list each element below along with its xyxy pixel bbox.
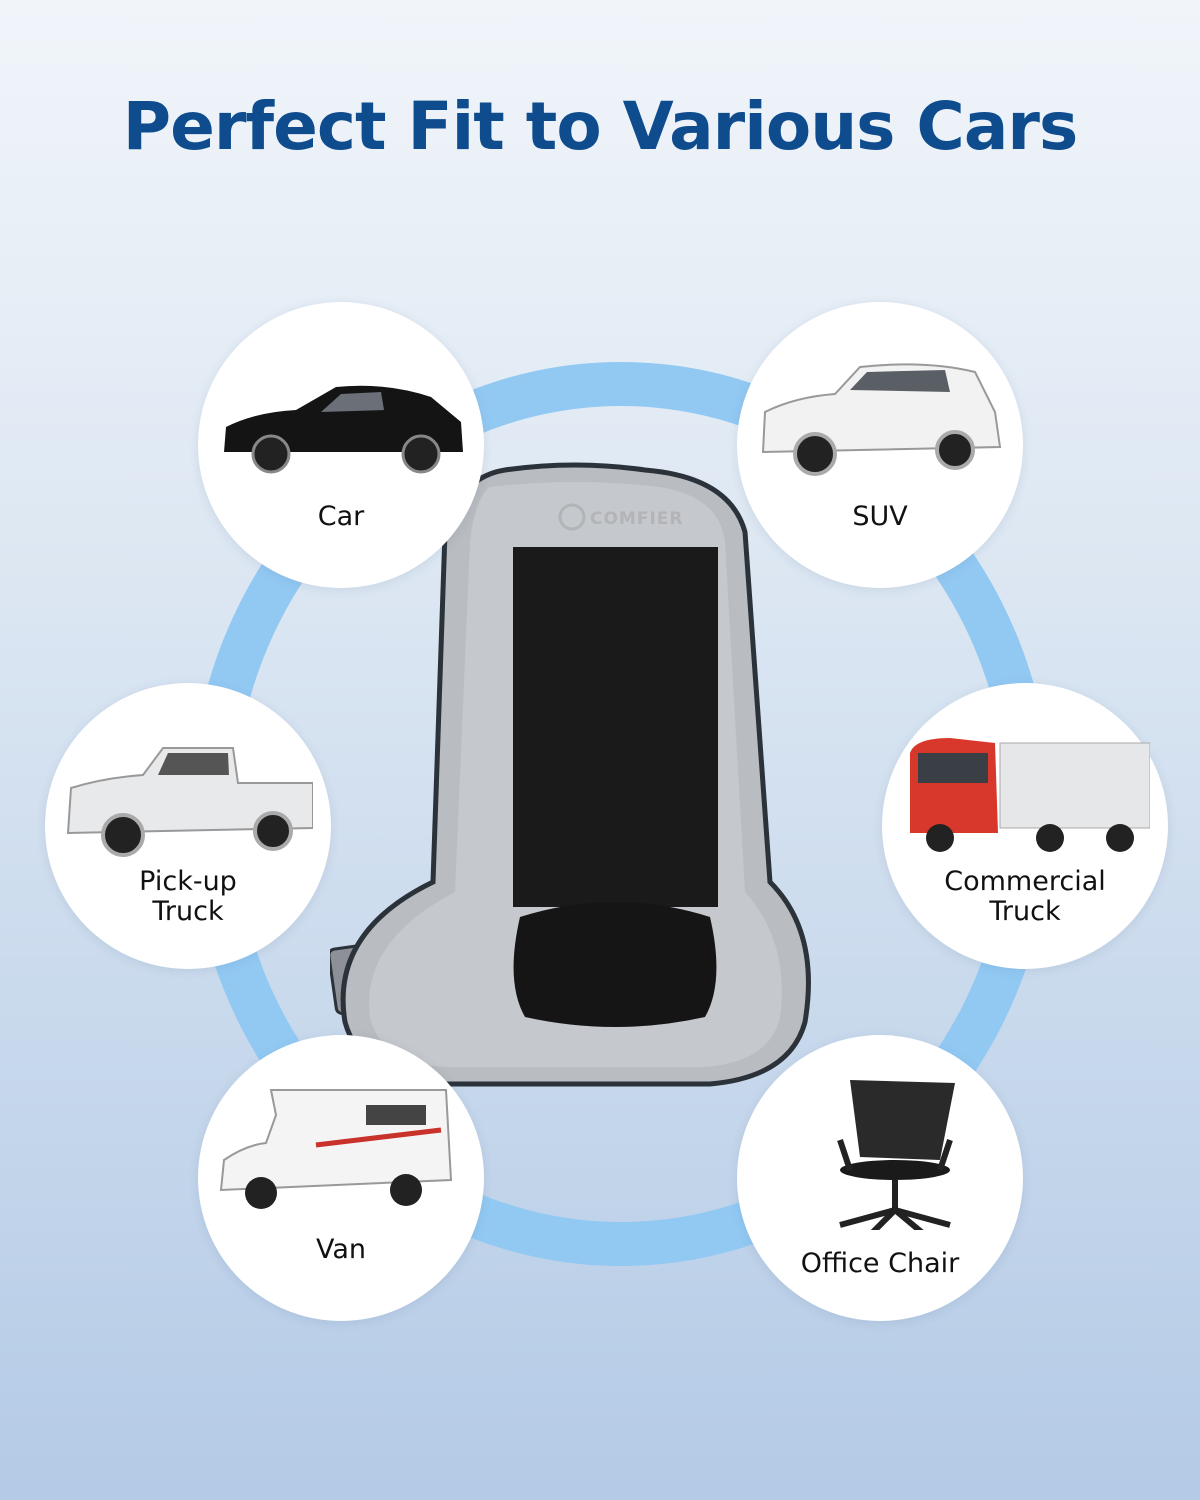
camper-van-icon <box>219 1089 453 1209</box>
item-label: Office Chair <box>800 1248 960 1279</box>
fit-item-car: Car <box>198 302 484 588</box>
massage-seat-cushion-image: COMFIER <box>330 462 811 1087</box>
label-line: Truck <box>152 896 224 927</box>
item-label: Car <box>317 501 365 532</box>
sedan-icon <box>224 385 463 474</box>
page-title: Perfect Fit to Various Cars <box>122 88 1079 165</box>
commercial-truck-icon <box>910 738 1150 852</box>
label-line: Pick-up <box>139 866 237 897</box>
brand-logo: COMFIER <box>590 509 684 529</box>
label-line: Commercial <box>944 866 1106 897</box>
fit-item-van: Van <box>198 1035 484 1321</box>
fit-item-office-chair: Office Chair <box>737 1035 1023 1321</box>
office-chair-icon <box>837 1080 955 1230</box>
item-label: SUV <box>852 501 908 532</box>
item-label: Van <box>315 1234 367 1265</box>
pickup-truck-icon <box>66 747 313 857</box>
suv-icon <box>761 363 1002 476</box>
fit-item-suv: SUV <box>737 302 1023 588</box>
label-line: Truck <box>989 896 1061 927</box>
